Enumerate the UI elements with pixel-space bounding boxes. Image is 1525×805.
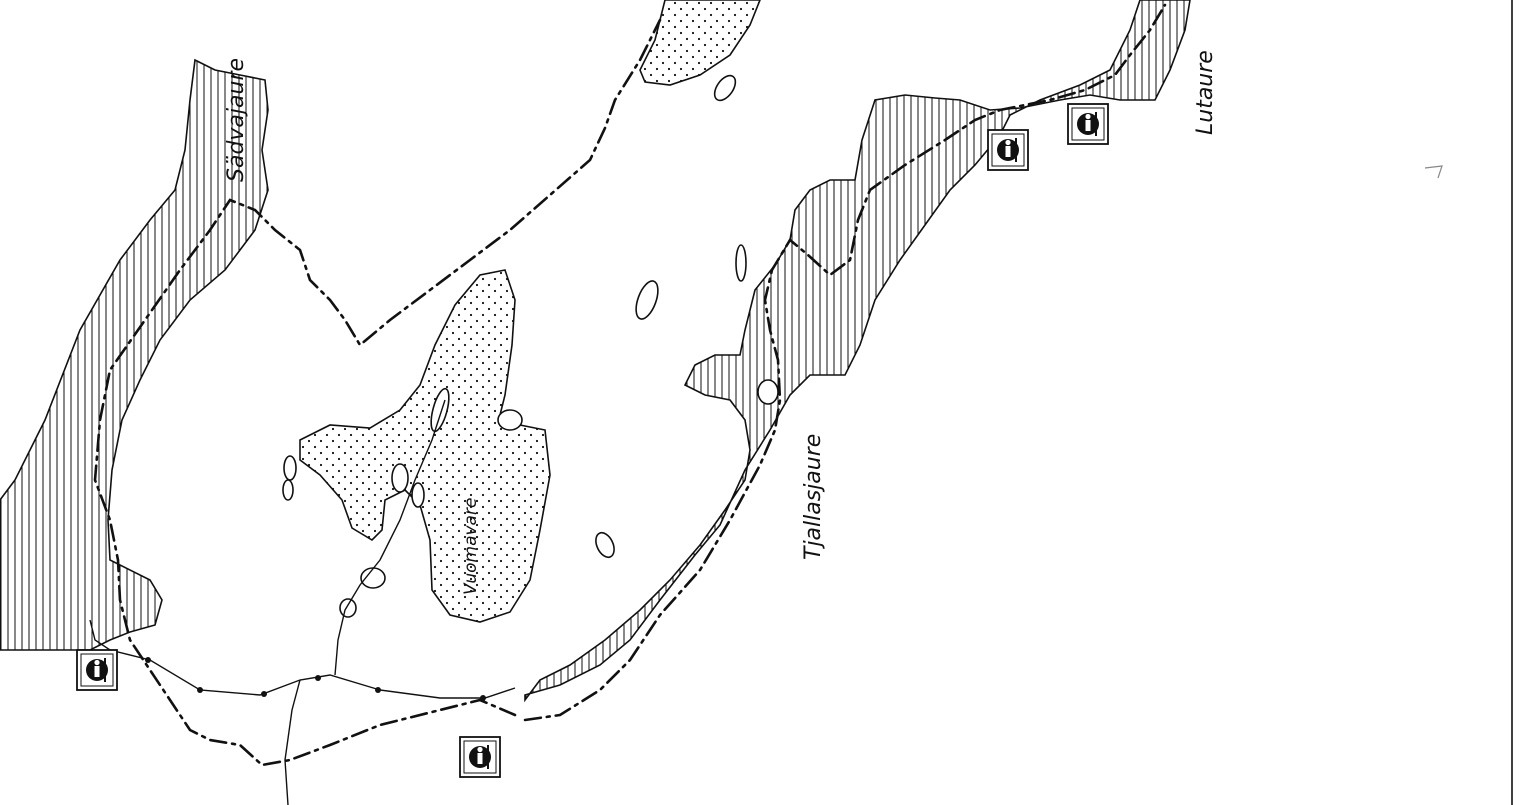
islet-10 [282, 479, 294, 501]
label-tjallasjaure: Tjallasjaure [801, 434, 826, 560]
label-sadvajaure: Sädvajaure [224, 58, 249, 182]
islet-11 [360, 567, 386, 589]
islet-6 [497, 409, 523, 431]
trail-west [89, 619, 516, 699]
trail-north [334, 399, 446, 676]
hill-vuomavare [299, 269, 551, 623]
lake-tjallasjaure [524, 0, 1191, 703]
park-boundary [93, 18, 662, 767]
label-vuomavare: Vuomavare [461, 498, 481, 595]
label-lutaure: Lutaure [1193, 50, 1218, 135]
information-sign-icon [1077, 112, 1099, 136]
info-sign-east-1[interactable] [987, 129, 1029, 171]
information-sign-icon [469, 745, 491, 769]
trail-markers [145, 657, 486, 701]
trail-south [284, 679, 301, 805]
info-sign-south[interactable] [459, 736, 501, 778]
hill-top [639, 0, 761, 86]
islet-3 [735, 244, 747, 282]
islet-4 [595, 531, 615, 559]
islet-8 [411, 482, 425, 508]
park-boundary-east [523, 3, 1167, 722]
info-sign-west[interactable] [76, 649, 118, 691]
islet-13 [757, 379, 779, 405]
islet-2 [635, 280, 659, 320]
islet-12 [339, 598, 357, 618]
information-sign-icon [86, 658, 108, 682]
information-sign-icon [997, 138, 1019, 162]
info-sign-east-2[interactable] [1067, 103, 1109, 145]
islet-1 [713, 74, 737, 102]
islet-9 [283, 455, 297, 481]
islet-7 [391, 463, 409, 493]
lake-sadvajaure [0, 58, 269, 651]
edge-tick-mark [1424, 165, 1443, 179]
